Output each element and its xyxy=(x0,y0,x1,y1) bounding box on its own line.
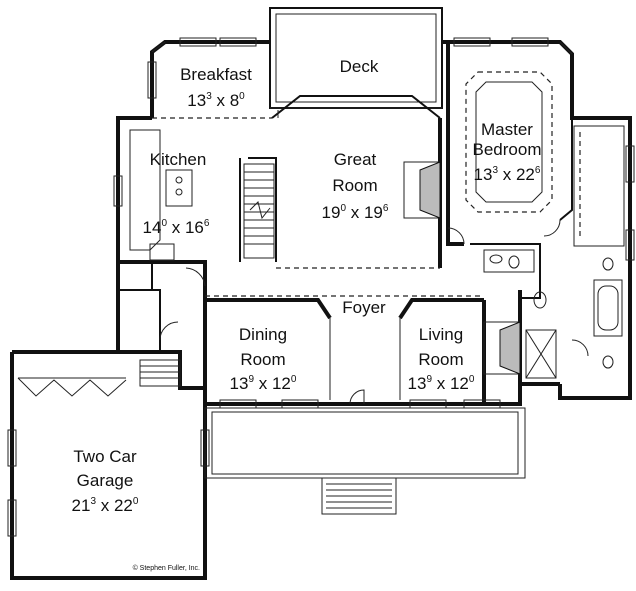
door-swings xyxy=(159,219,589,405)
great-room-dims: 190 x 196 xyxy=(322,203,389,222)
garage-label-1: Two Car xyxy=(73,447,137,466)
master-bedroom-label-1: Master xyxy=(481,120,533,139)
kitchen-dims: 140 x 166 xyxy=(143,218,210,237)
interior-walls xyxy=(118,42,541,404)
windows xyxy=(7,37,635,537)
great-room-label-2: Room xyxy=(332,176,377,195)
foyer-label: Foyer xyxy=(342,298,386,317)
kitchen-fixtures xyxy=(129,129,193,261)
garage-doors xyxy=(17,377,127,397)
dining-room-label-1: Dining xyxy=(239,325,287,344)
master-bedroom-dims: 133 x 226 xyxy=(474,165,541,184)
breakfast-label: Breakfast xyxy=(180,65,252,84)
great-room-fireplace xyxy=(403,161,441,219)
great-room-label-1: Great xyxy=(334,150,377,169)
garage-label-2: Garage xyxy=(77,471,134,490)
openings xyxy=(152,117,484,297)
kitchen-label: Kitchen xyxy=(150,150,207,169)
room-labels: Deck Breakfast 133 x 80 Kitchen 140 x 16… xyxy=(72,57,542,572)
garage-stairs xyxy=(139,359,181,387)
bath-fixtures xyxy=(483,249,623,379)
living-room-label-2: Room xyxy=(418,350,463,369)
dining-room-dims: 139 x 120 xyxy=(230,374,297,393)
front-porch xyxy=(204,407,526,515)
dining-room-label-2: Room xyxy=(240,350,285,369)
tray-ceiling xyxy=(465,71,553,213)
main-stairs xyxy=(243,163,275,259)
master-bedroom-label-2: Bedroom xyxy=(473,140,542,159)
deck-label: Deck xyxy=(340,57,379,76)
living-room-fireplace xyxy=(483,321,521,375)
living-room-dims: 139 x 120 xyxy=(408,374,475,393)
deck xyxy=(269,7,443,109)
master-closet xyxy=(573,125,625,247)
living-room-label-1: Living xyxy=(419,325,463,344)
breakfast-dims: 133 x 80 xyxy=(187,91,245,110)
copyright-credit: © Stephen Fuller, Inc. xyxy=(133,564,200,572)
garage-dims: 213 x 220 xyxy=(72,496,139,515)
